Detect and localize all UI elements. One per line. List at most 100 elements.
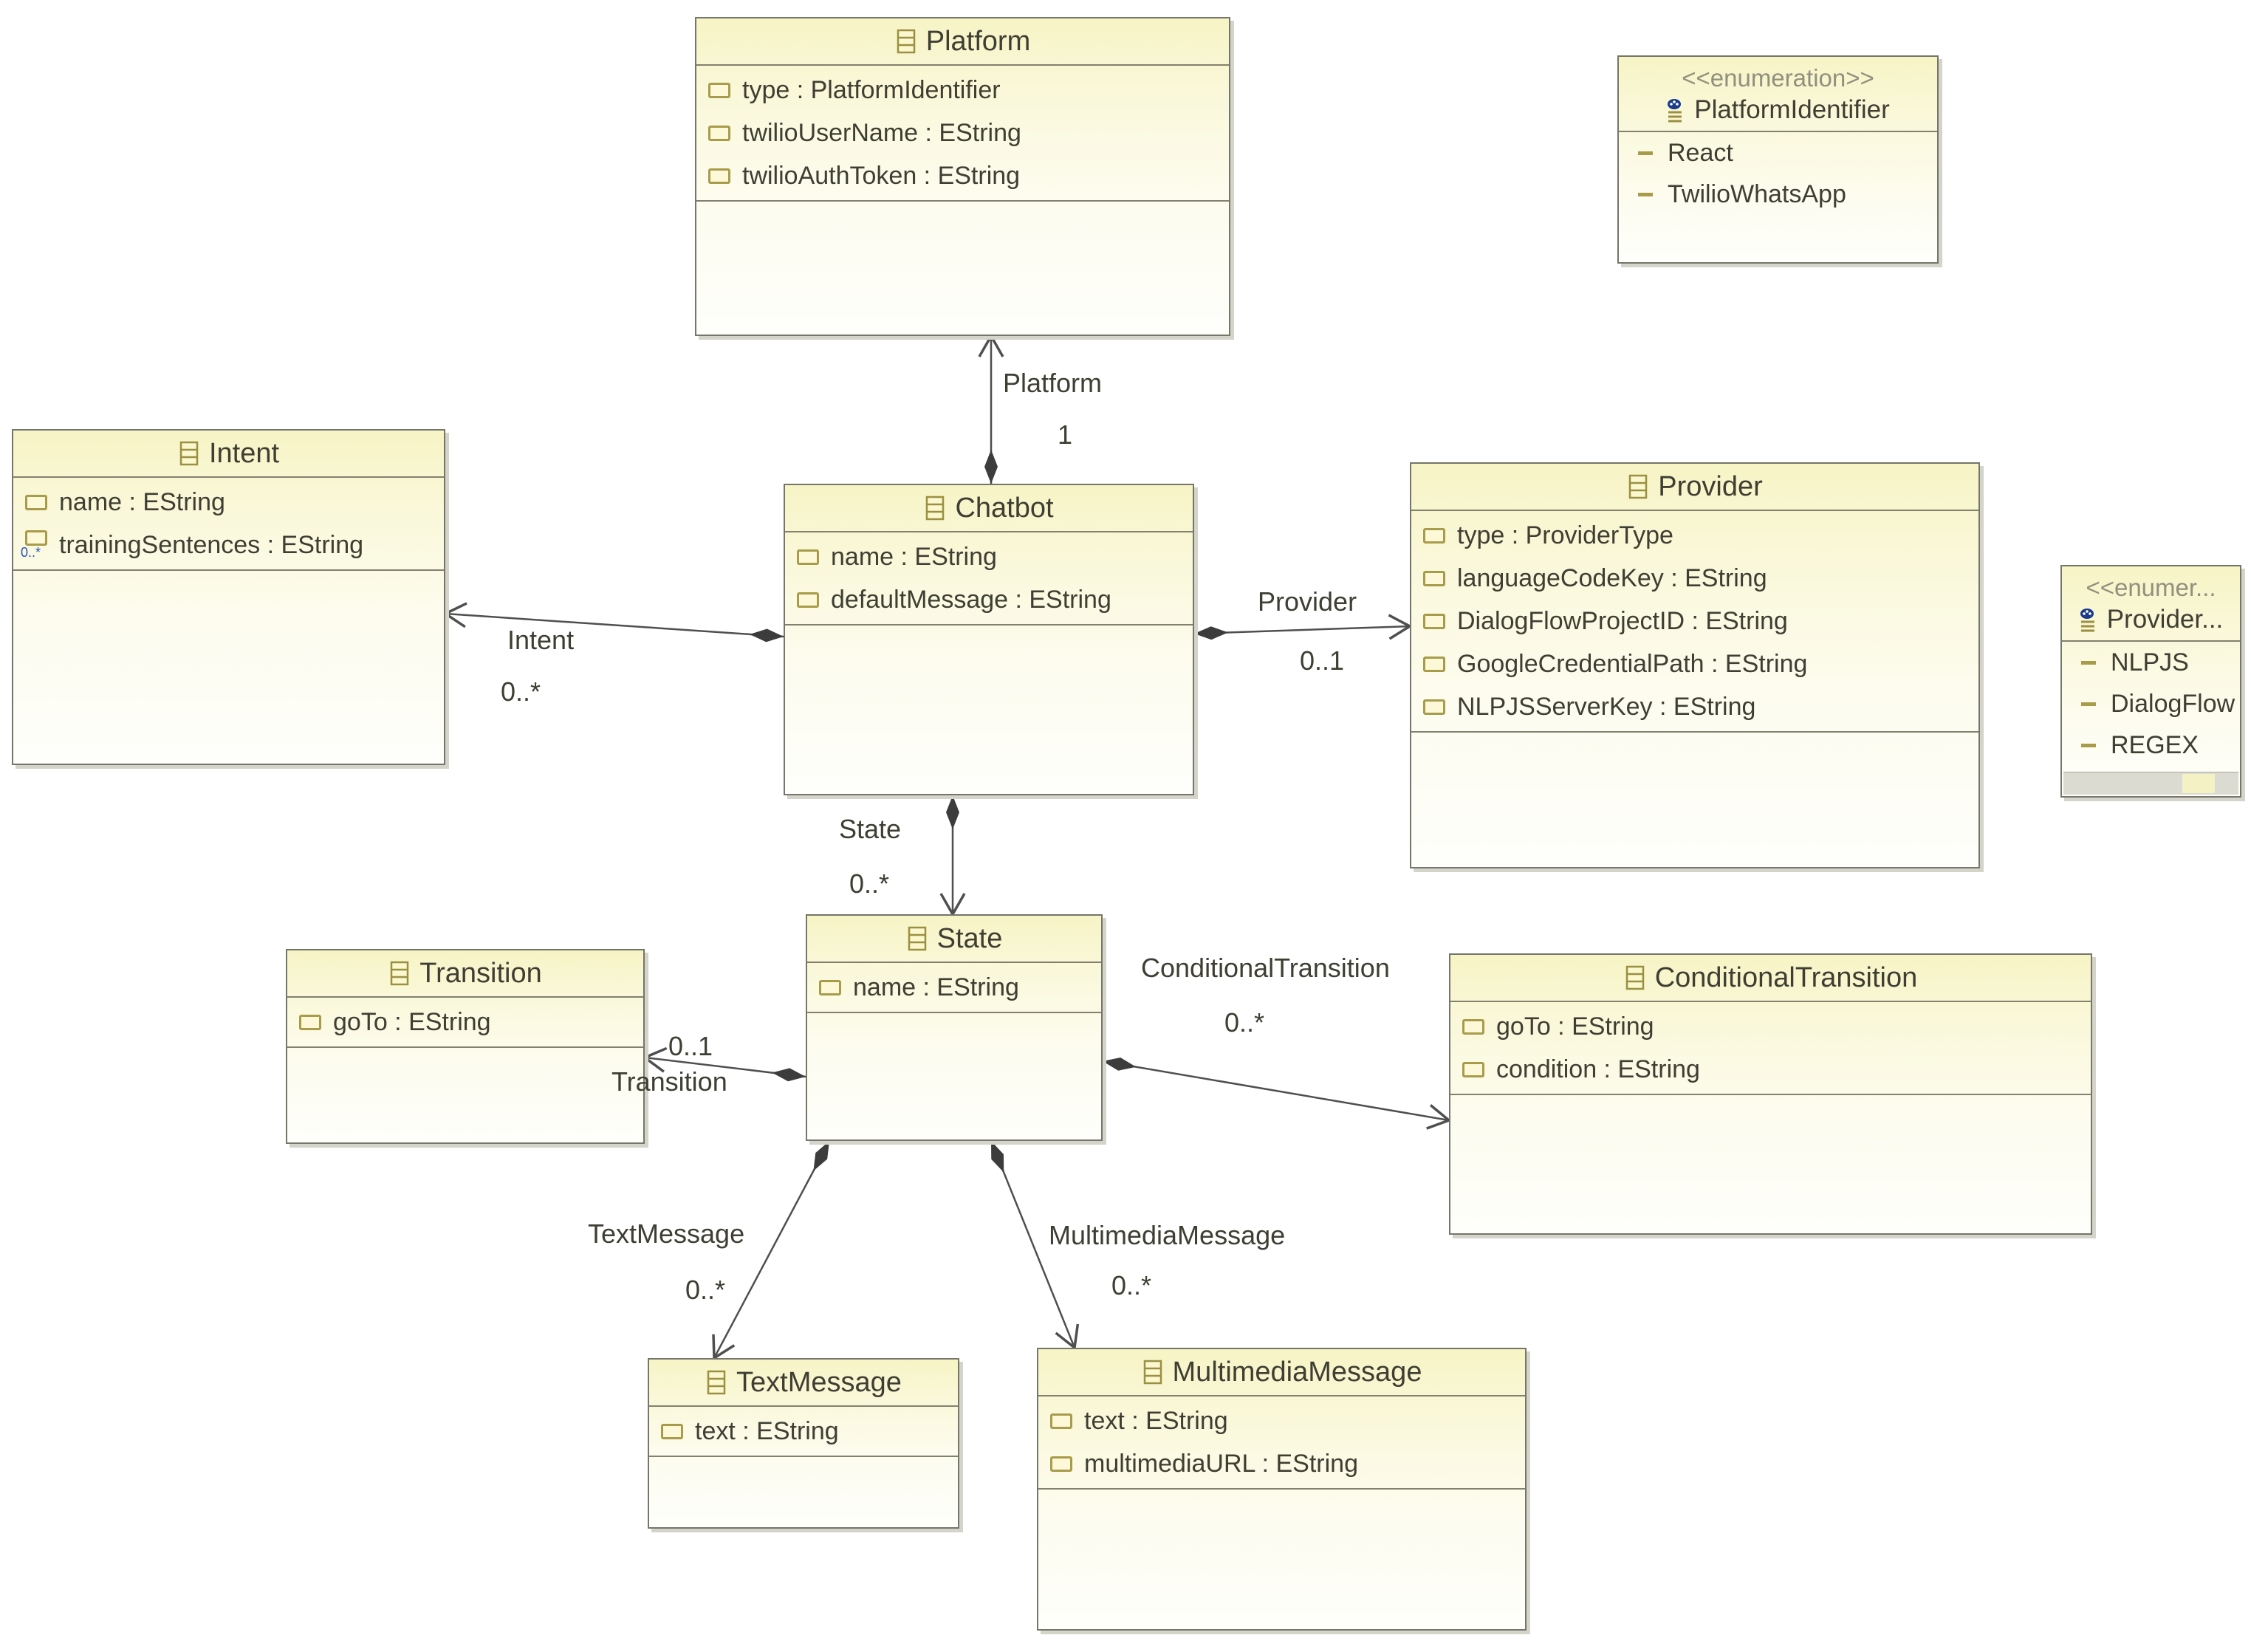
attribute-row[interactable]: 0..* trainingSentences : EString: [13, 524, 444, 566]
attribute-row[interactable]: multimediaURL : EString: [1038, 1442, 1525, 1485]
class-provider[interactable]: Provider type : ProviderType languageCod…: [1410, 462, 1980, 868]
edge-label-transition-role[interactable]: Transition: [611, 1066, 727, 1097]
class-body: [696, 202, 1229, 335]
attribute-row[interactable]: condition : EString: [1450, 1048, 2091, 1091]
edge-label-multimediamessage-mult[interactable]: 0..*: [1111, 1270, 1152, 1300]
edge-state-textmessage[interactable]: [712, 1140, 831, 1361]
class-icon: [391, 961, 409, 986]
edge-label-intent-mult[interactable]: 0..*: [501, 676, 541, 707]
class-header: Transition: [287, 950, 643, 998]
attribute-row[interactable]: text : EString: [649, 1410, 958, 1453]
edge-label-textmessage-role[interactable]: TextMessage: [588, 1219, 745, 1249]
edge-state-transition[interactable]: [642, 1046, 806, 1082]
attribute-row[interactable]: DialogFlowProjectID : EString: [1411, 600, 1978, 642]
edge-label-conditionaltransition-mult[interactable]: 0..*: [1224, 1007, 1265, 1038]
attribute-compartment: name : EString defaultMessage : EString: [785, 532, 1193, 626]
class-header: TextMessage: [649, 1360, 958, 1407]
scrollbar-thumb[interactable]: [2182, 774, 2216, 793]
attribute-row[interactable]: type : ProviderType: [1411, 514, 1978, 557]
class-textmessage[interactable]: TextMessage text : EString: [648, 1358, 959, 1529]
enum-literal[interactable]: DialogFlow: [2062, 683, 2240, 724]
edge-state-multimediamessage[interactable]: [990, 1140, 1080, 1351]
edge-state-conditionaltransition[interactable]: [1102, 1057, 1452, 1130]
attribute-compartment: type : ProviderType languageCodeKey : ES…: [1411, 511, 1978, 733]
enum-literal[interactable]: REGEX: [2062, 724, 2240, 766]
attribute-icon: [1423, 570, 1445, 586]
attribute-row[interactable]: NLPJSServerKey : EString: [1411, 685, 1978, 728]
enum-title: PlatformIdentifier: [1694, 95, 1890, 124]
enum-platformidentifier[interactable]: <<enumeration>> PlatformIdentifier React: [1617, 55, 1939, 264]
enum-providertype[interactable]: <<enumer... Provider... NLPJS DialogF: [2060, 565, 2241, 798]
attribute-icon: [797, 592, 819, 608]
class-body: [807, 1013, 1101, 1139]
class-platform[interactable]: Platform type : PlatformIdentifier twili…: [695, 17, 1230, 336]
class-body: [649, 1457, 958, 1527]
class-conditionaltransition[interactable]: ConditionalTransition goTo : EString con…: [1449, 953, 2092, 1235]
attribute-row[interactable]: name : EString: [785, 535, 1193, 578]
edge-label-transition-mult[interactable]: 0..1: [668, 1031, 713, 1061]
attribute-row[interactable]: goTo : EString: [287, 1001, 643, 1043]
literal-dash-icon: [1638, 151, 1653, 155]
edge-label-intent-role[interactable]: Intent: [507, 625, 575, 655]
attribute-icon: [708, 168, 730, 184]
enum-literal[interactable]: NLPJS: [2062, 642, 2240, 683]
edge-chatbot-provider[interactable]: [1193, 614, 1413, 640]
edge-label-textmessage-mult[interactable]: 0..*: [685, 1275, 726, 1305]
class-title: ConditionalTransition: [1654, 962, 1918, 993]
edge-label-provider-mult[interactable]: 0..1: [1300, 645, 1345, 676]
edge-label-multimediamessage-role[interactable]: MultimediaMessage: [1049, 1220, 1286, 1250]
enum-literal[interactable]: React: [1619, 132, 1937, 174]
attribute-row[interactable]: languageCodeKey : EString: [1411, 557, 1978, 600]
attribute-icon: [819, 979, 841, 995]
attribute-row[interactable]: type : PlatformIdentifier: [696, 69, 1229, 112]
attribute-label: defaultMessage : EString: [831, 585, 1111, 614]
edge-label-platform-role[interactable]: Platform: [1003, 368, 1103, 398]
class-chatbot[interactable]: Chatbot name : EString defaultMessage : …: [784, 484, 1194, 795]
edge-label-state-role[interactable]: State: [839, 814, 902, 844]
class-header: Chatbot: [785, 485, 1193, 532]
literal-label: React: [1668, 138, 1733, 167]
attribute-row[interactable]: text : EString: [1038, 1399, 1525, 1442]
class-icon: [1629, 474, 1648, 499]
class-intent[interactable]: Intent name : EString 0..* trainingSente…: [12, 429, 445, 765]
attribute-row[interactable]: GoogleCredentialPath : EString: [1411, 642, 1978, 685]
enum-title: Provider...: [2106, 605, 2224, 634]
attribute-icon: [25, 494, 47, 510]
attribute-compartment: type : PlatformIdentifier twilioUserName…: [696, 66, 1229, 202]
attribute-row[interactable]: goTo : EString: [1450, 1005, 2091, 1048]
class-title: State: [936, 922, 1003, 954]
class-icon: [179, 441, 199, 466]
attribute-label: goTo : EString: [333, 1007, 491, 1036]
edge-label-platform-mult[interactable]: 1: [1058, 419, 1073, 450]
class-icon: [897, 29, 915, 54]
class-state[interactable]: State name : EString: [806, 914, 1103, 1141]
enum-literal[interactable]: TwilioWhatsApp: [1619, 174, 1937, 215]
attribute-row[interactable]: name : EString: [13, 481, 444, 524]
attribute-row[interactable]: name : EString: [807, 966, 1101, 1009]
attribute-row[interactable]: defaultMessage : EString: [785, 578, 1193, 621]
edge-label-state-mult[interactable]: 0..*: [849, 868, 890, 899]
literal-dash-icon: [2081, 660, 2096, 665]
attribute-row[interactable]: twilioAuthToken : EString: [696, 154, 1229, 197]
enum-header: <<enumeration>> PlatformIdentifier: [1619, 57, 1937, 132]
class-title: Chatbot: [955, 492, 1054, 524]
attribute-label: goTo : EString: [1496, 1012, 1654, 1041]
edge-label-conditionaltransition-role[interactable]: ConditionalTransition: [1141, 953, 1390, 983]
attribute-icon: [1423, 527, 1445, 544]
edge-chatbot-intent[interactable]: [442, 602, 784, 642]
class-header: Provider: [1411, 464, 1978, 511]
class-body: [1450, 1095, 2091, 1233]
horizontal-scrollbar[interactable]: [2063, 772, 2238, 795]
multiplicity-badge: 0..*: [21, 545, 41, 560]
class-multimediamessage[interactable]: MultimediaMessage text : EString multime…: [1037, 1348, 1527, 1631]
class-transition[interactable]: Transition goTo : EString: [286, 949, 645, 1144]
edge-label-provider-role[interactable]: Provider: [1258, 586, 1357, 617]
class-header: Intent: [13, 431, 444, 478]
attribute-icon: [1050, 1413, 1072, 1429]
attribute-row[interactable]: twilioUserName : EString: [696, 112, 1229, 154]
class-title: Provider: [1658, 470, 1763, 502]
attribute-label: name : EString: [831, 542, 997, 571]
enum-icon: [2080, 609, 2094, 632]
class-icon: [1143, 1360, 1162, 1385]
